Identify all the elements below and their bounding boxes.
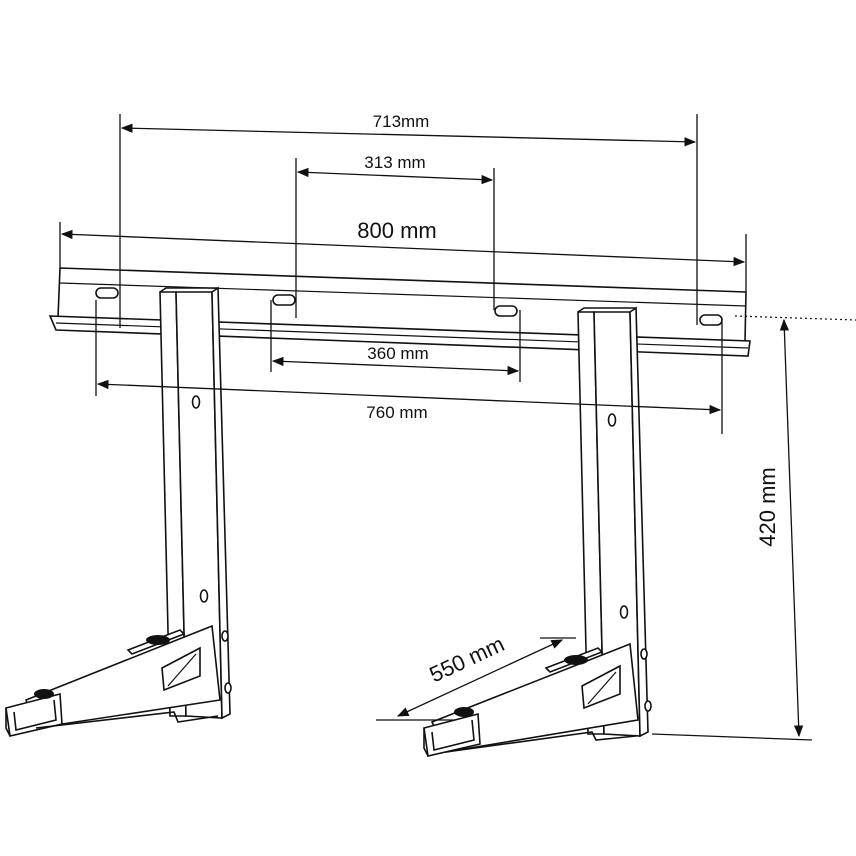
dimension-labels: 713mm 313 mm 800 mm 360 mm 760 mm 420 mm… bbox=[357, 112, 780, 687]
right-foot-inner bbox=[431, 719, 475, 751]
right-upright-top bbox=[577, 307, 636, 313]
left-arm-cutout bbox=[161, 646, 201, 692]
right-foot-grommet bbox=[454, 707, 474, 717]
right-upright-hole-1 bbox=[607, 413, 617, 427]
rail-slot-2 bbox=[272, 294, 296, 306]
rail-slot-4 bbox=[699, 314, 723, 326]
right-arm-cutout bbox=[581, 664, 621, 710]
left-upright-hole-4 bbox=[224, 682, 232, 694]
dim-800-line bbox=[60, 229, 746, 267]
label-800: 800 mm bbox=[357, 218, 436, 243]
right-arm-cutout-diagonal bbox=[587, 671, 617, 705]
label-420: 420 mm bbox=[755, 467, 780, 546]
left-upright-top bbox=[159, 287, 218, 293]
dim-420-ext-top bbox=[734, 315, 856, 321]
left-foot-inner bbox=[13, 699, 57, 731]
label-550: 550 mm bbox=[426, 631, 509, 687]
right-upright-hole-2 bbox=[619, 605, 629, 619]
right-upright-hole-4 bbox=[644, 700, 652, 712]
rail-top-edge bbox=[59, 282, 747, 307]
right-upright-back bbox=[629, 306, 649, 738]
left-arm-bottom bbox=[35, 711, 219, 729]
left-upright-hole-3 bbox=[221, 630, 229, 642]
left-foot-grommet bbox=[34, 689, 54, 699]
left-arm-cutout-diagonal bbox=[167, 653, 197, 687]
label-760: 760 mm bbox=[366, 403, 427, 422]
right-foot-edge bbox=[423, 728, 429, 757]
right-foot-channel bbox=[423, 712, 481, 757]
right-arm-bottom bbox=[445, 731, 637, 753]
dim-313-line bbox=[296, 167, 494, 185]
dim-360-line bbox=[271, 356, 520, 376]
rail-slot-1 bbox=[95, 287, 119, 299]
dimension-lines bbox=[59, 114, 856, 741]
dim-713-line bbox=[120, 123, 697, 147]
left-arm-grommet bbox=[146, 635, 170, 645]
label-360: 360 mm bbox=[367, 344, 428, 363]
right-upright-hole-3 bbox=[640, 648, 648, 660]
top-rail bbox=[48, 267, 751, 357]
dim-760-line bbox=[96, 379, 722, 415]
label-313: 313 mm bbox=[364, 153, 425, 172]
left-foot-edge bbox=[5, 708, 11, 737]
dim-420-ext-bottom bbox=[651, 733, 813, 741]
dim-550-line bbox=[396, 639, 564, 717]
left-upright-hole-1 bbox=[191, 395, 201, 409]
rail-slot-3 bbox=[494, 305, 518, 317]
left-upright-hole-2 bbox=[199, 589, 209, 603]
label-713: 713mm bbox=[373, 112, 430, 131]
dim-420-line bbox=[779, 318, 804, 738]
right-arm-grommet bbox=[564, 655, 588, 665]
left-bracket bbox=[5, 286, 232, 737]
